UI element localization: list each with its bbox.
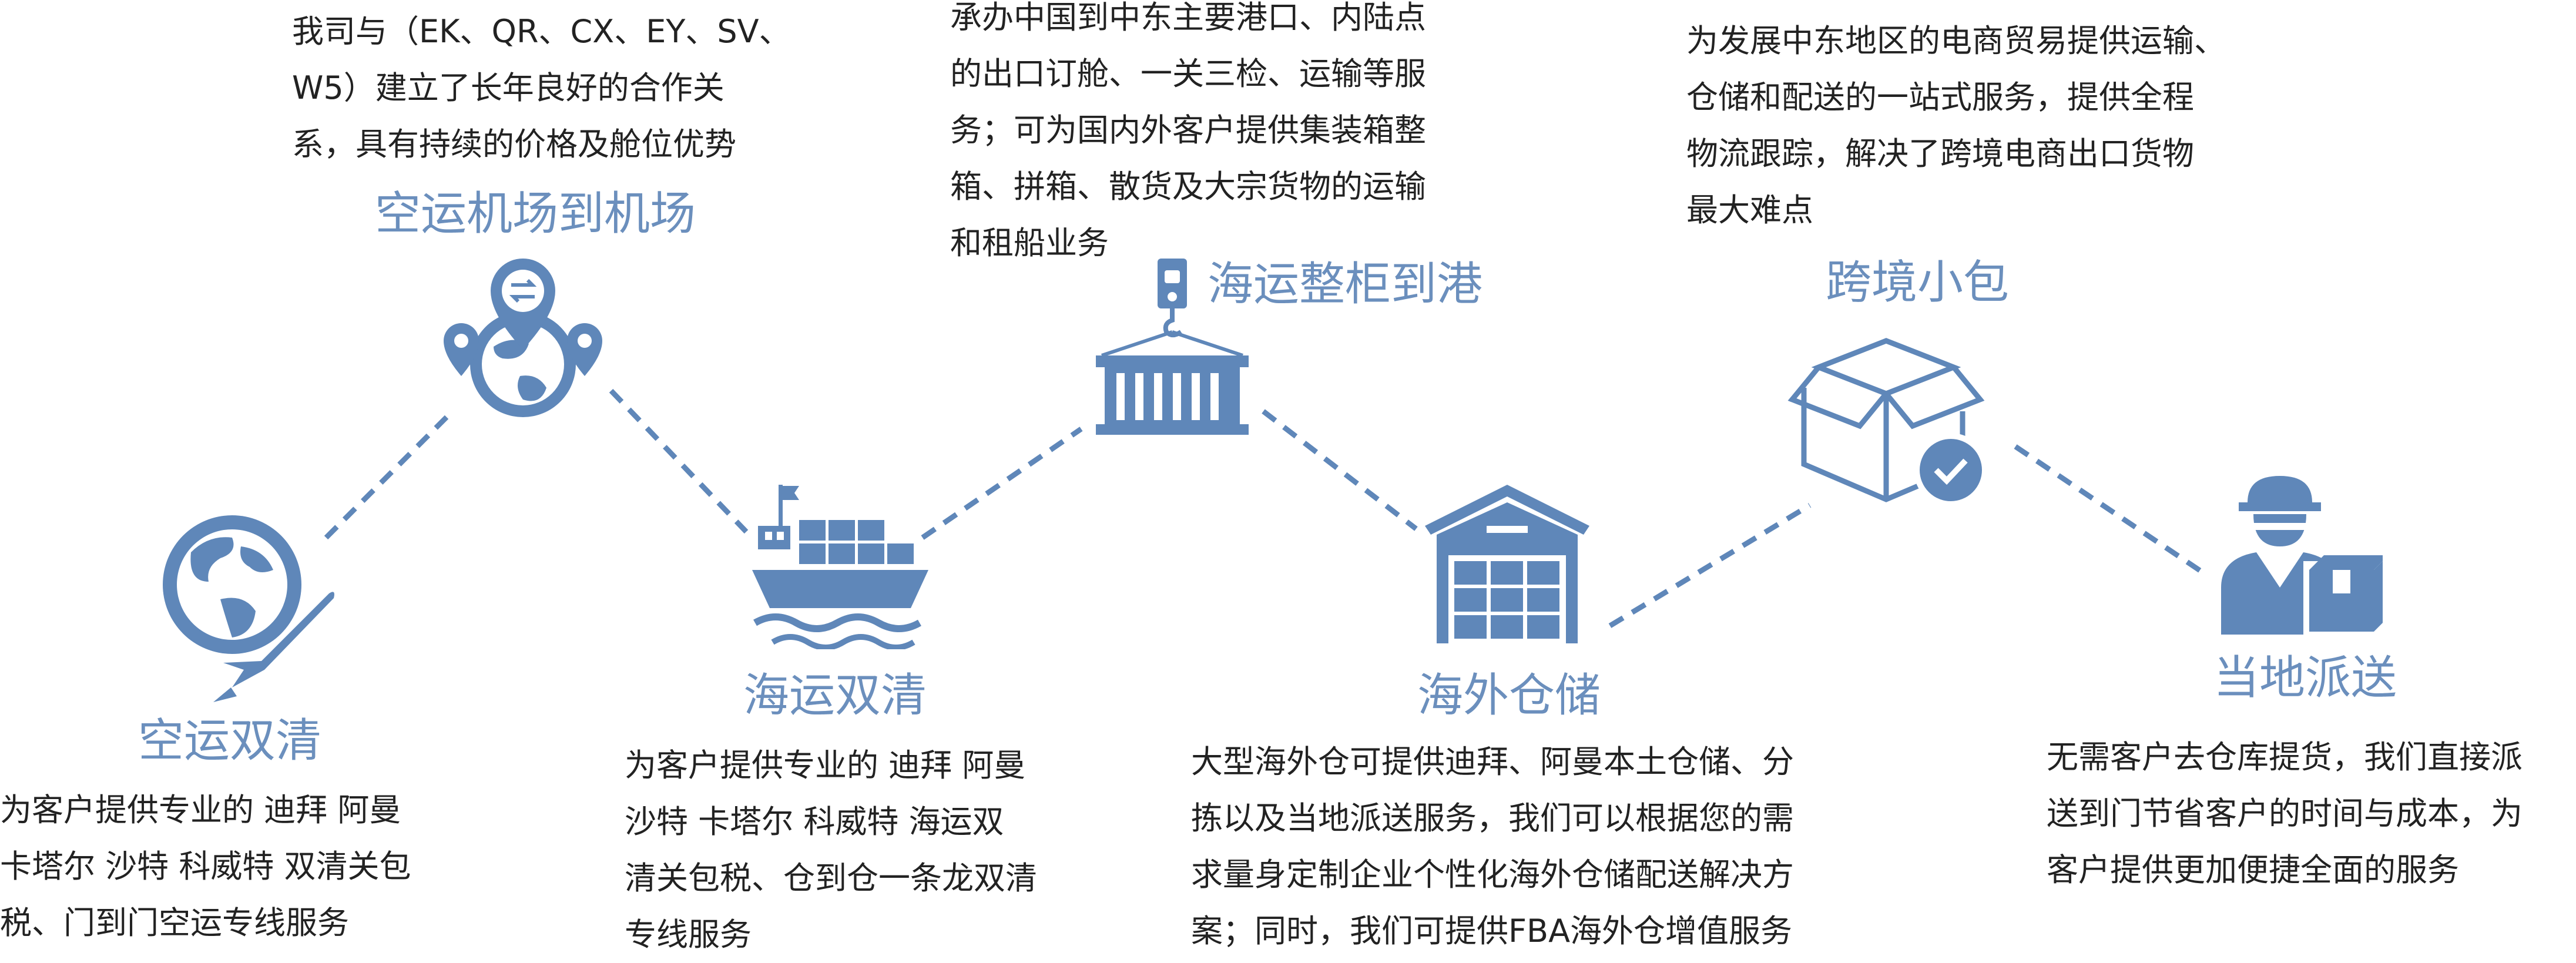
desc-line: 我司与（EK、QR、CX、EY、SV、 <box>292 13 791 50</box>
desc-line: 仓储和配送的一站式服务，提供全程 <box>1686 79 2194 116</box>
connector-line <box>324 409 455 540</box>
service-title-air-double-clearance: 空运双清 <box>138 714 322 767</box>
connector-line <box>2014 444 2205 575</box>
desc-line: 最大难点 <box>1686 192 1813 229</box>
desc-line: 沙特 卡塔尔 科威特 海运双 <box>625 803 1004 840</box>
desc-line: 拣以及当地派送服务，我们可以根据您的需 <box>1191 800 1794 837</box>
desc-line: 为客户提供专业的 迪拜 阿曼 <box>0 791 401 828</box>
desc-line: 系，具有持续的价格及舱位优势 <box>292 126 736 163</box>
desc-line: 为客户提供专业的 迪拜 阿曼 <box>625 747 1026 784</box>
desc-line: 卡塔尔 沙特 科威特 双清关包 <box>0 848 411 885</box>
crane-container-icon <box>1096 259 1249 435</box>
desc-line: 求量身定制企业个性化海外仓储配送解决方 <box>1191 856 1794 893</box>
desc-line: 送到门节省客户的时间与成本，为 <box>2047 795 2523 832</box>
service-title-overseas-warehouse: 海外仓储 <box>1417 669 1601 722</box>
desc-line: 无需客户去仓库提货，我们直接派 <box>2047 739 2523 776</box>
desc-line: 务；可为国内外客户提供集装箱整 <box>950 112 1426 149</box>
service-desc-overseas-warehouse: 大型海外仓可提供迪拜、阿曼本土仓储、分 拣以及当地派送服务，我们可以根据您的需 … <box>1191 734 1794 959</box>
service-desc-cross-border-parcel: 为发展中东地区的电商贸易提供运输、 仓储和配送的一站式服务，提供全程 物流跟踪，… <box>1686 13 2226 239</box>
desc-line: W5）建立了长年良好的合作关 <box>292 69 724 106</box>
desc-line: 税、门到门空运专线服务 <box>0 904 349 941</box>
service-desc-sea-fcl-to-port: 承办中国到中东主要港口、内陆点 的出口订舱、一关三检、运输等服 务；可为国内外客… <box>950 0 1426 271</box>
desc-line: 物流跟踪，解决了跨境电商出口货物 <box>1686 135 2194 172</box>
service-title-sea-double-clearance: 海运双清 <box>743 669 927 722</box>
connector-line <box>921 427 1083 540</box>
desc-line: 专线服务 <box>625 916 752 953</box>
service-title-cross-border-parcel: 跨境小包 <box>1826 256 2010 309</box>
service-title-airport-to-airport: 空运机场到机场 <box>375 187 696 240</box>
desc-line: 清关包税、仓到仓一条龙双清 <box>625 860 1037 897</box>
service-title-sea-fcl-to-port: 海运整柜到港 <box>1208 258 1483 311</box>
service-desc-airport-to-airport: 我司与（EK、QR、CX、EY、SV、 W5）建立了长年良好的合作关 系，具有持… <box>292 4 791 173</box>
connector-line <box>1608 503 1812 628</box>
desc-line: 和租船业务 <box>950 224 1109 261</box>
globe-pins-icon <box>444 259 602 417</box>
desc-line: 大型海外仓可提供迪拜、阿曼本土仓储、分 <box>1191 743 1794 780</box>
service-title-local-delivery: 当地派送 <box>2213 652 2397 704</box>
globe-plane-icon <box>163 515 334 702</box>
desc-line: 承办中国到中东主要港口、内陆点 <box>950 0 1426 36</box>
service-desc-local-delivery: 无需客户去仓库提货，我们直接派 送到门节省客户的时间与成本，为 客户提供更加便捷… <box>2047 729 2523 898</box>
service-desc-sea-double-clearance: 为客户提供专业的 迪拜 阿曼 沙特 卡塔尔 科威特 海运双 清关包税、仓到仓一条… <box>625 737 1037 963</box>
desc-line: 箱、拼箱、散货及大宗货物的运输 <box>950 168 1426 205</box>
desc-line: 为发展中东地区的电商贸易提供运输、 <box>1686 22 2226 59</box>
parcel-check-icon <box>1787 338 1986 505</box>
desc-line: 客户提供更加便捷全面的服务 <box>2047 851 2459 888</box>
cargo-ship-icon <box>752 485 928 649</box>
warehouse-icon <box>1425 485 1589 643</box>
desc-line: 案；同时，我们可提供FBA海外仓增值服务 <box>1191 912 1793 949</box>
courier-icon <box>2221 476 2383 635</box>
connector-line <box>1262 409 1418 531</box>
connector-line <box>609 388 749 534</box>
desc-line: 的出口订舱、一关三检、运输等服 <box>950 55 1426 92</box>
service-desc-air-double-clearance: 为客户提供专业的 迪拜 阿曼 卡塔尔 沙特 科威特 双清关包 税、门到门空运专线… <box>0 782 411 951</box>
